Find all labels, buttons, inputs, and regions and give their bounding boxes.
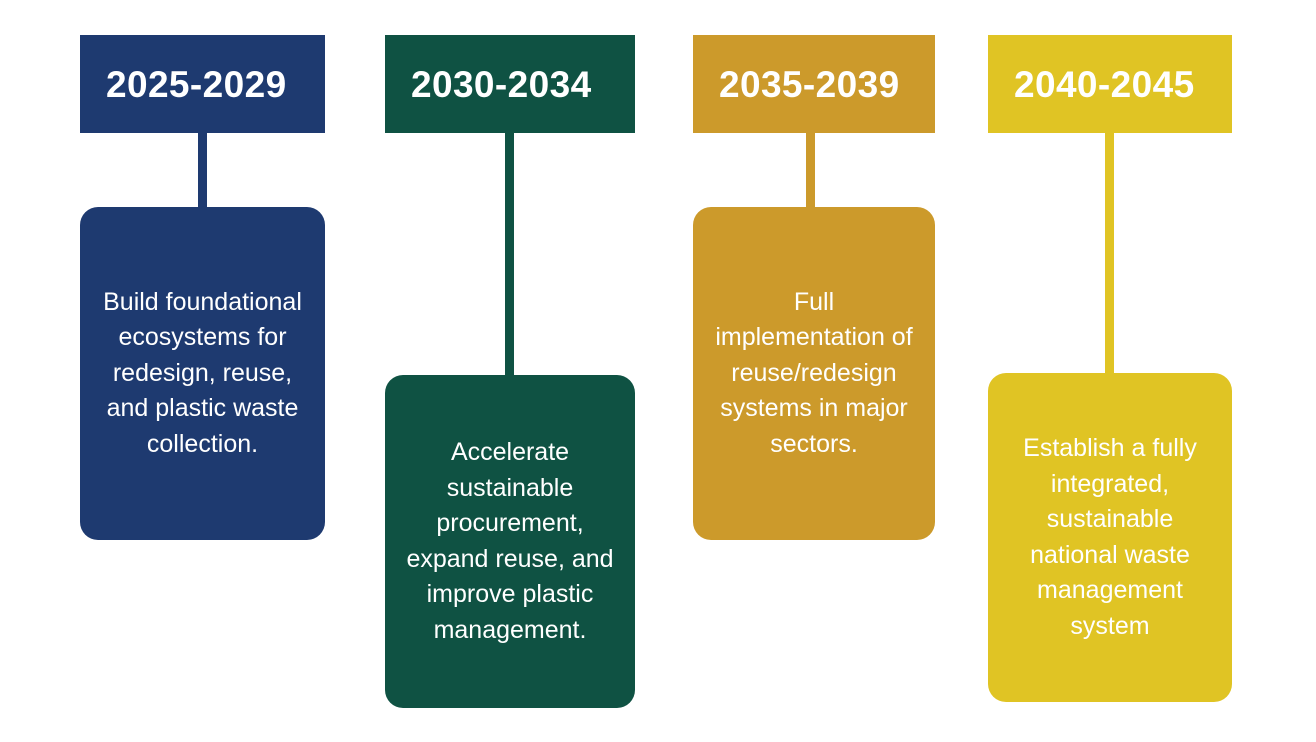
phase-2-period-header[interactable]: 2030-2034 <box>385 35 635 133</box>
phase-1-description-text: Build foundational ecosystems for redesi… <box>103 287 302 458</box>
phase-2-period-label: 2030-2034 <box>411 63 592 105</box>
timeline-phase-2: 2030-2034 Accelerate sustainable procure… <box>385 0 635 742</box>
phase-4-connector-stem <box>1105 133 1114 375</box>
phase-2-description-text: Accelerate sustainable procurement, expa… <box>406 438 614 644</box>
phase-1-connector-stem <box>198 133 207 209</box>
phase-4-description-card[interactable]: Establish a fully integrated, sustainabl… <box>988 373 1232 702</box>
phase-1-description-card[interactable]: Build foundational ecosystems for redesi… <box>80 207 325 540</box>
timeline-phase-3: 2035-2039 Full implementation of reuse/r… <box>693 0 935 742</box>
phase-3-description-card[interactable]: Full implementation of reuse/redesign sy… <box>693 207 935 540</box>
phase-4-period-label: 2040-2045 <box>1014 63 1195 105</box>
phase-2-description-card[interactable]: Accelerate sustainable procurement, expa… <box>385 375 635 708</box>
timeline-phase-1: 2025-2029 Build foundational ecosystems … <box>80 0 325 742</box>
phase-1-period-label: 2025-2029 <box>106 63 287 105</box>
phase-2-connector-stem <box>505 133 514 377</box>
phase-3-period-label: 2035-2039 <box>719 63 900 105</box>
phase-4-period-header[interactable]: 2040-2045 <box>988 35 1232 133</box>
phase-3-period-header[interactable]: 2035-2039 <box>693 35 935 133</box>
phase-3-connector-stem <box>806 133 815 209</box>
phase-1-period-header[interactable]: 2025-2029 <box>80 35 325 133</box>
timeline-phase-4: 2040-2045 Establish a fully integrated, … <box>988 0 1232 742</box>
phase-4-description-text: Establish a fully integrated, sustainabl… <box>1023 434 1197 640</box>
phase-3-description-text: Full implementation of reuse/redesign sy… <box>715 287 913 458</box>
